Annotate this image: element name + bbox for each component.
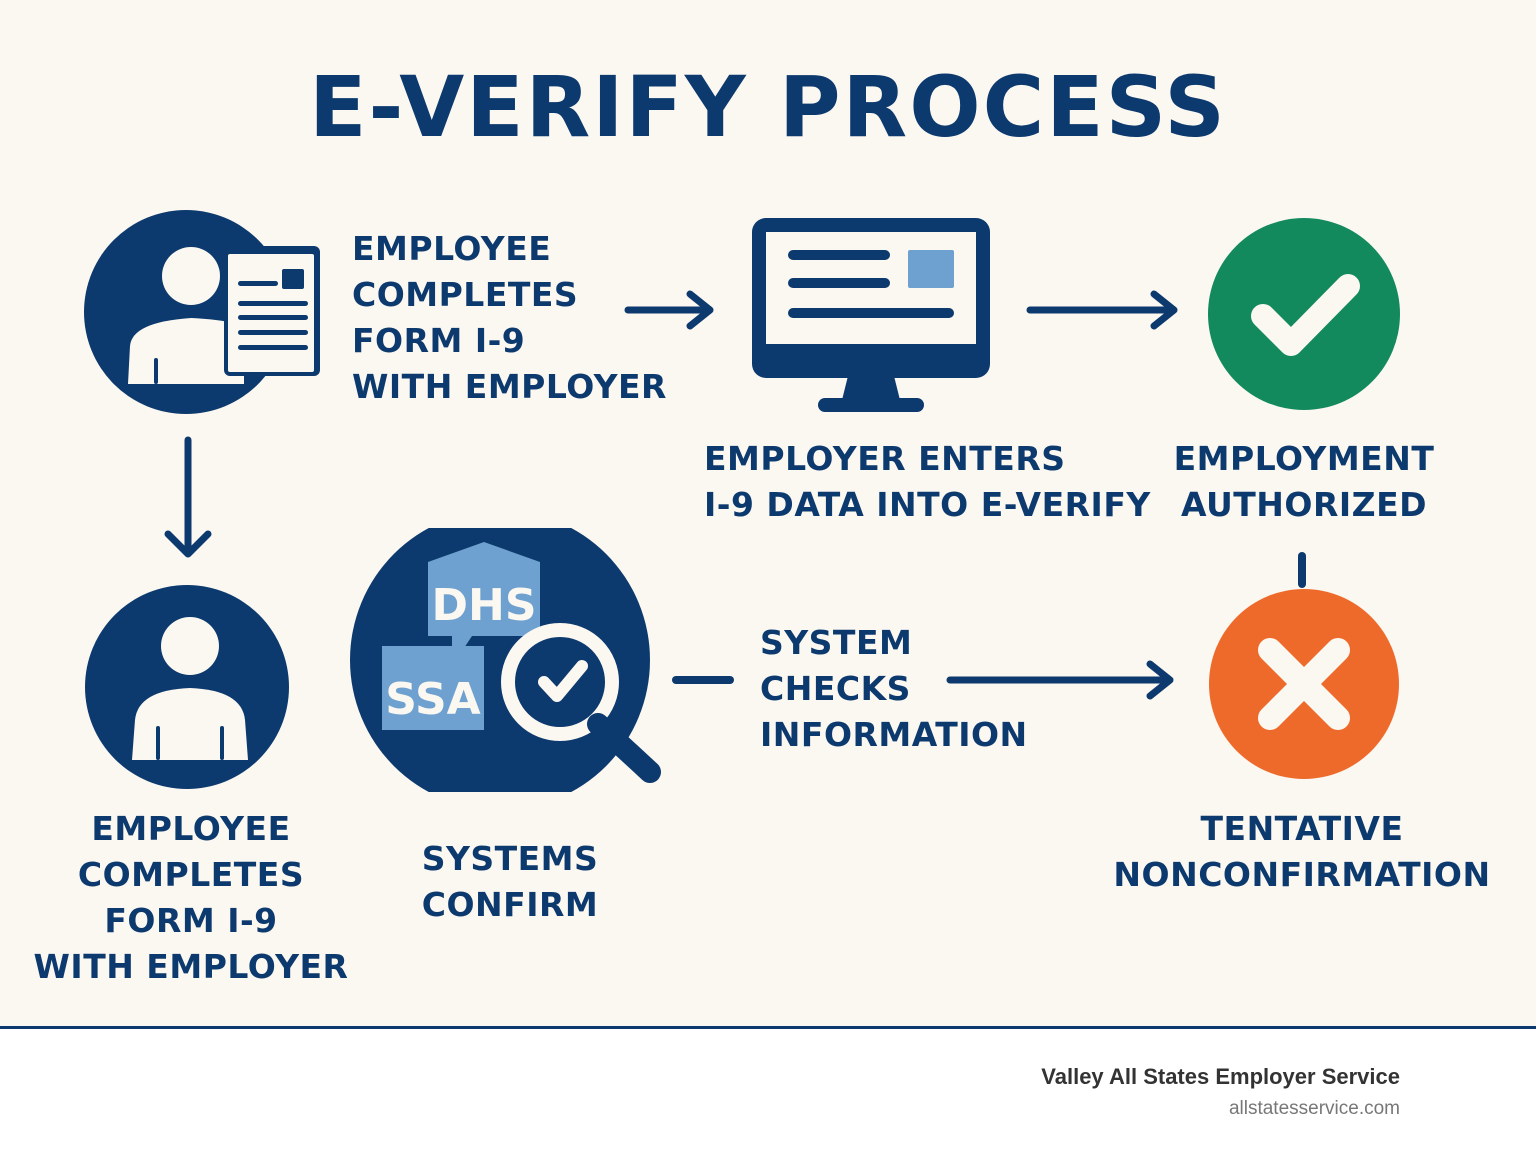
person-document-icon [84, 206, 324, 418]
step-system-checks-information: SYSTEM CHECKS INFORMATION [760, 623, 1028, 754]
connector-line [672, 676, 734, 684]
connector-line [1298, 552, 1306, 588]
ssa-label: SSA [385, 674, 480, 725]
arrow-right-icon [944, 658, 1180, 702]
footer [0, 1026, 1536, 1157]
step-employment-authorized: EMPLOYMENT AUTHORIZED [1173, 439, 1435, 524]
arrow-down-icon [160, 436, 216, 564]
dhs-label: DHS [431, 580, 536, 631]
check-circle-icon [1206, 216, 1402, 412]
arrow-right-icon [624, 288, 720, 332]
step-employer-enters-data: EMPLOYER ENTERS I-9 DATA INTO E-VERIFY [704, 439, 1151, 524]
step-employee-completes-form: EMPLOYEE COMPLETES FORM I-9 WITH EMPLOYE… [352, 229, 667, 406]
step-employee-completes-form-2: EMPLOYEE COMPLETES FORM I-9 WITH EMPLOYE… [33, 809, 349, 986]
step-systems-confirm: SYSTEMS CONFIRM [421, 839, 599, 924]
dhs-ssa-magnifier-icon: DHS SSA [350, 528, 666, 792]
footer-company-name: Valley All States Employer Service [1041, 1064, 1400, 1089]
person-icon [84, 584, 290, 790]
arrow-right-icon [1024, 288, 1184, 332]
footer-url: allstatesservice.com [1228, 1098, 1400, 1119]
x-circle-icon [1208, 588, 1400, 780]
computer-monitor-icon [750, 216, 992, 416]
page-title: E-VERIFY PROCESS [309, 58, 1227, 156]
step-tentative-nonconfirmation: TENTATIVE NONCONFIRMATION [1113, 809, 1491, 894]
